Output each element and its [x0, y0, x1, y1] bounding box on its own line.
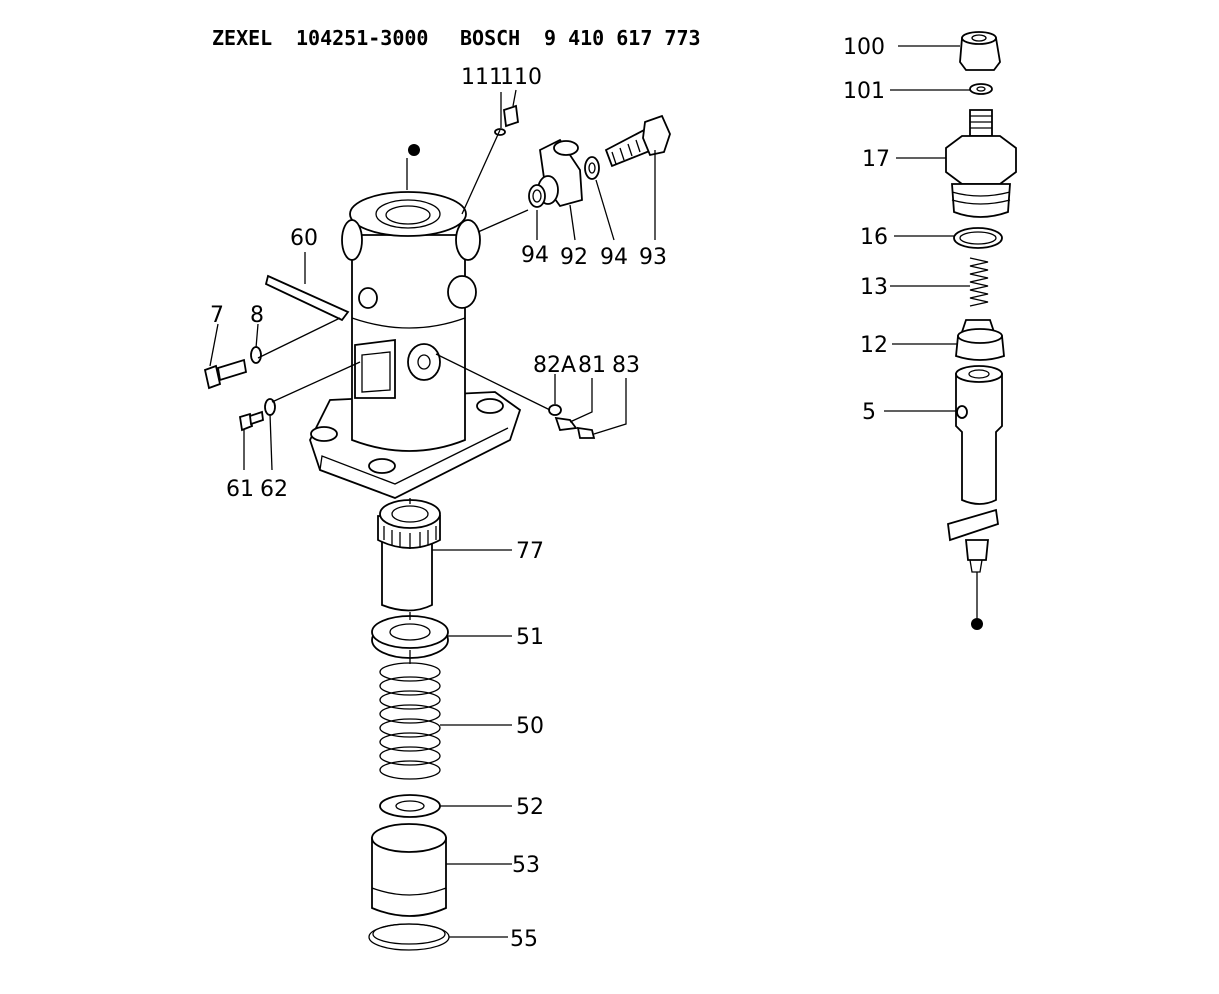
callout-110: 110	[500, 65, 542, 90]
spring-seat-51	[371, 615, 449, 659]
header-oem: BOSCH	[460, 26, 521, 50]
callout-61: 61	[226, 477, 254, 502]
callout-82a: 82A	[533, 353, 576, 378]
callout-83: 83	[612, 353, 640, 378]
callout-5: 5	[862, 400, 876, 425]
callout-100: 100	[843, 35, 885, 60]
callout-12: 12	[860, 333, 888, 358]
banjo-fitting	[528, 114, 671, 208]
callout-53: 53	[512, 853, 540, 878]
snap-ring-55	[368, 923, 450, 951]
valve-holder-17	[945, 109, 1017, 218]
callout-7: 7	[210, 303, 224, 328]
callout-93: 93	[639, 245, 667, 270]
valve-spring-13	[969, 257, 989, 307]
control-sleeve-77	[377, 499, 441, 612]
washer-101	[969, 83, 993, 95]
callout-101: 101	[843, 79, 885, 104]
tappet-53	[371, 823, 447, 917]
callout-94-right: 94	[600, 245, 628, 270]
plunger-barrel-5	[947, 365, 1003, 630]
callout-55: 55	[510, 927, 538, 952]
callout-62: 62	[260, 477, 288, 502]
leader-lines	[209, 45, 978, 938]
header-maker: ZEXEL	[212, 26, 273, 50]
fitting-nut-100	[959, 31, 1001, 71]
stop-screw-parts	[548, 404, 596, 439]
header-oem-number: 9 410 617 773	[544, 26, 701, 50]
callout-52: 52	[516, 795, 544, 820]
callout-50: 50	[516, 714, 544, 739]
callout-16: 16	[860, 225, 888, 250]
callout-111: 111	[461, 65, 503, 90]
callout-60: 60	[290, 226, 318, 251]
rack-screws	[203, 346, 276, 432]
spring-seat-52	[379, 794, 441, 818]
callout-17: 17	[862, 147, 890, 172]
bleed-screw	[494, 104, 519, 136]
callout-51: 51	[516, 625, 544, 650]
callout-13: 13	[860, 275, 888, 300]
header-maker-number: 104251-3000	[296, 26, 429, 50]
plunger-spring-50	[379, 662, 441, 780]
delivery-valve-12	[955, 319, 1005, 361]
callout-94-left: 94	[521, 243, 549, 268]
callout-labels: 111 110 60 94 92 94 93 7 8 82A 81 83 61 …	[210, 35, 890, 952]
callout-8: 8	[250, 303, 264, 328]
gasket-16	[953, 227, 1003, 249]
callout-77: 77	[516, 539, 544, 564]
pump-housing	[264, 144, 522, 499]
callout-92: 92	[560, 245, 588, 270]
callout-81: 81	[578, 353, 606, 378]
